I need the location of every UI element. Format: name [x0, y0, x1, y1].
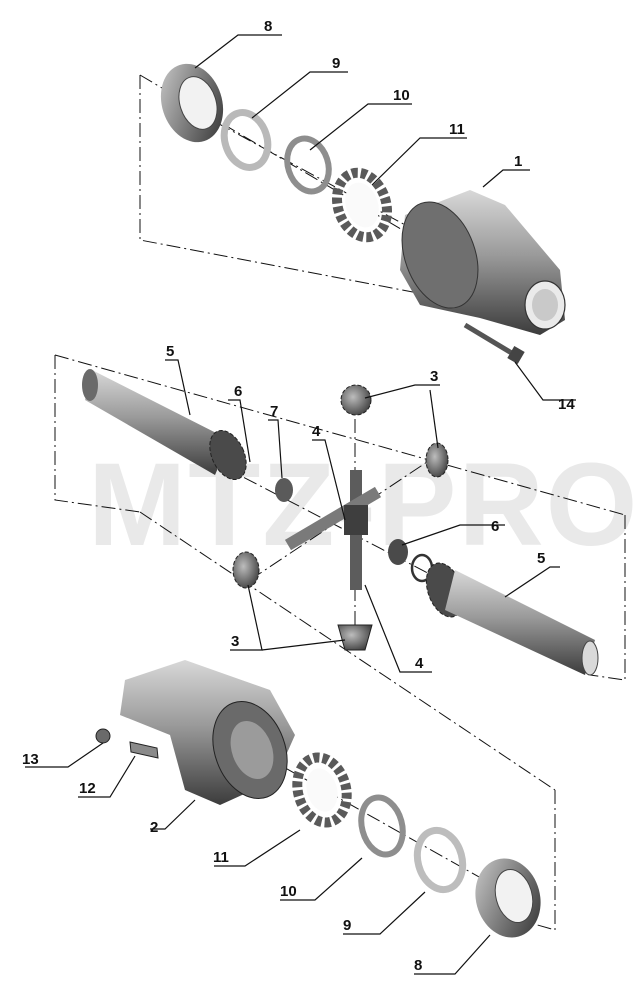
callout-13: 13 [22, 751, 39, 768]
part-3-pinion-right [425, 442, 449, 478]
callout-9-bottom: 9 [343, 917, 351, 934]
callout-7: 7 [270, 403, 278, 420]
callout-3-bottom: 3 [231, 633, 239, 650]
part-3-pinion-top [340, 384, 372, 416]
callout-4-top: 4 [312, 423, 321, 440]
part-5-axle-shaft-right [425, 562, 599, 676]
callout-8-top: 8 [264, 18, 272, 35]
callout-10-top: 10 [393, 87, 410, 104]
part-9-shim-bottom [413, 826, 467, 894]
callout-3-top: 3 [430, 368, 438, 385]
callout-11-bottom: 11 [213, 849, 229, 866]
callout-labels: 8 9 10 11 1 14 5 6 7 3 4 6 5 3 4 13 12 2… [22, 18, 575, 974]
part-7-disk [275, 478, 293, 502]
callout-11-top: 11 [449, 121, 465, 138]
callout-5-left: 5 [166, 343, 174, 360]
callout-4-bottom: 4 [415, 655, 424, 672]
part-4-cross-spider [284, 470, 382, 590]
part-9-shim-top [220, 109, 272, 171]
callout-9-top: 9 [332, 55, 340, 72]
part-8-bearing-top [160, 63, 224, 143]
part-10-washer-top [284, 135, 332, 195]
part-10-washer-bottom [358, 794, 406, 858]
callout-2: 2 [150, 819, 158, 836]
part-12-lock-plate [129, 741, 159, 759]
callout-1: 1 [514, 153, 522, 170]
part-8-bearing-bottom [475, 858, 541, 938]
callout-12: 12 [79, 780, 96, 797]
part-14-bolt [463, 322, 525, 365]
callout-14: 14 [558, 396, 575, 413]
part-1-differential-housing [400, 190, 566, 335]
callout-6-left: 6 [234, 383, 242, 400]
part-2-differential-housing [120, 660, 295, 805]
leader-lines [25, 34, 576, 975]
part-3-pinion-bottom [337, 624, 373, 651]
callout-10-bottom: 10 [280, 883, 297, 900]
part-11-side-gear-top [332, 167, 392, 243]
part-3-pinion-left [232, 551, 260, 589]
callout-5-right: 5 [537, 550, 545, 567]
part-13-nut [95, 728, 111, 744]
part-11-side-gear-bottom [292, 752, 352, 828]
part-5-axle-shaft-left [82, 369, 247, 481]
callout-6-right: 6 [491, 518, 499, 535]
callout-8-bottom: 8 [414, 957, 422, 974]
